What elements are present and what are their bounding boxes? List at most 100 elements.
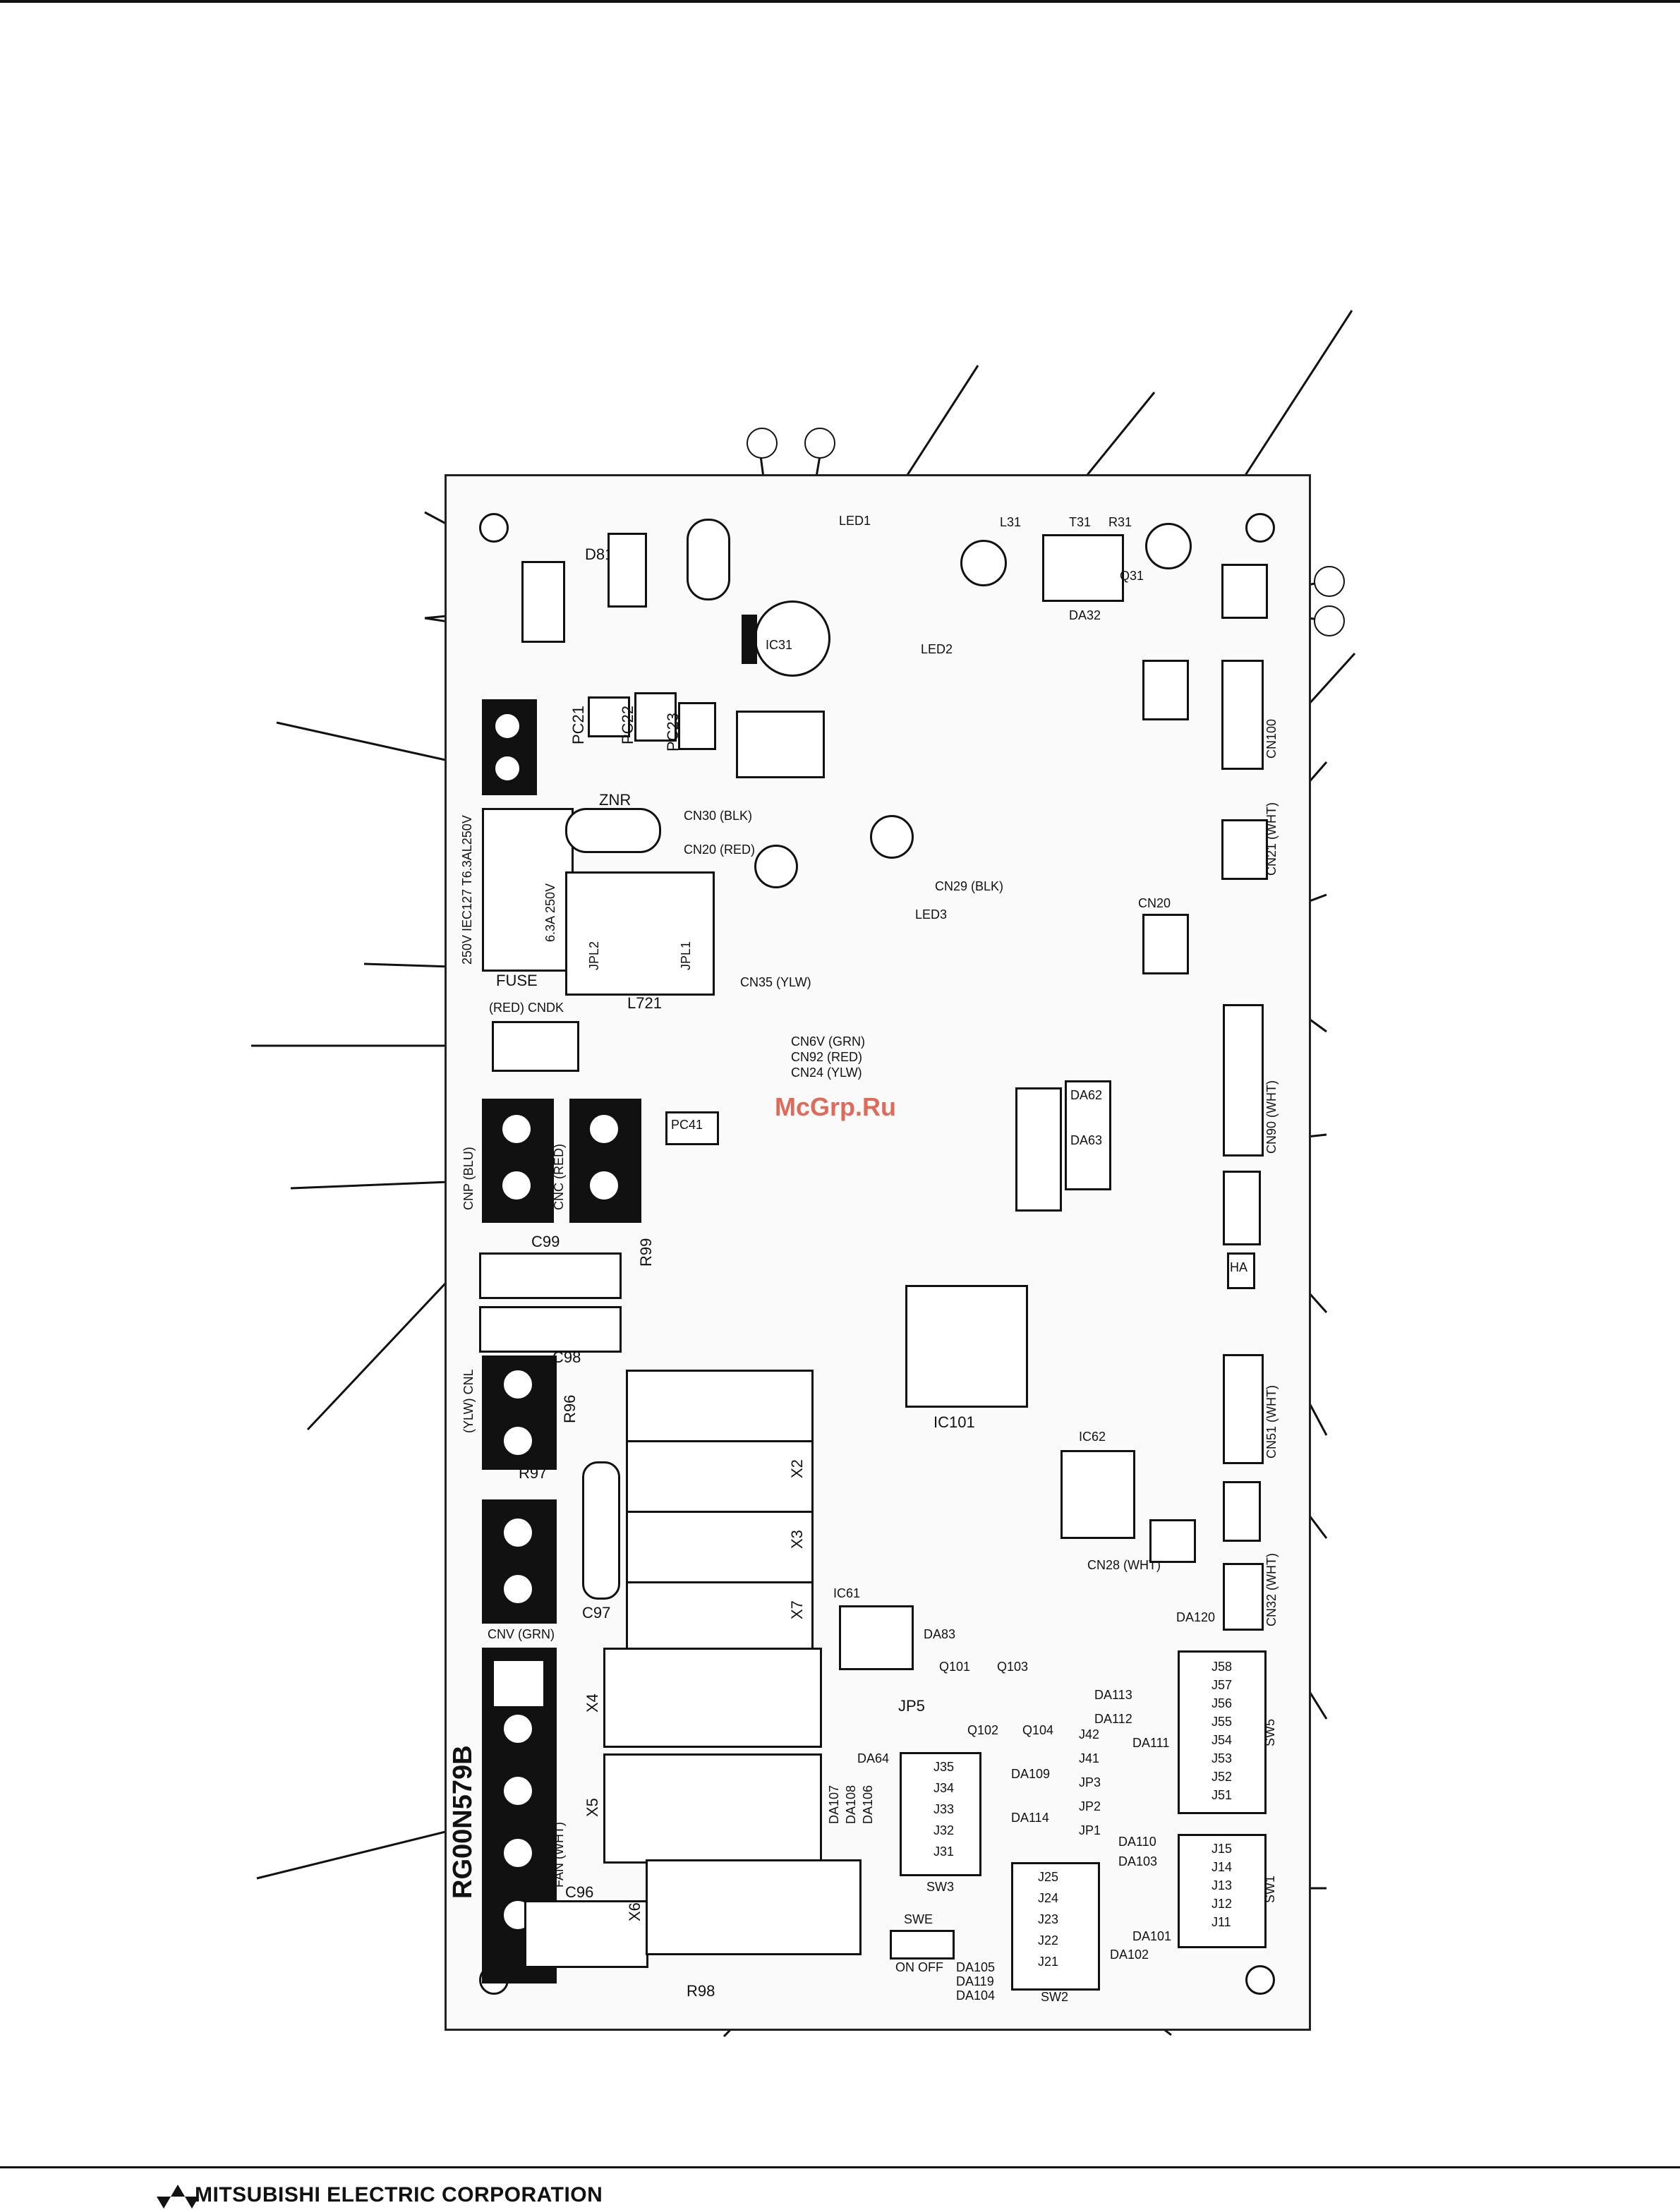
swe-label: SWE [904,1912,933,1926]
terminal-screw [502,1425,534,1457]
l721-transformer [565,871,715,996]
da83-label: DA83 [924,1627,956,1641]
da-label: DA109 [1011,1767,1051,1781]
relay-array [1015,1087,1062,1212]
terminal-screw [588,1113,620,1145]
j-label: J22 [1038,1933,1059,1948]
footer-rule [0,2166,1680,2168]
l721-label: L721 [627,994,662,1012]
sw5-dip-switch [1178,1650,1267,1814]
d81-label: D81 [585,545,614,563]
sw1-dip-switch [1178,1834,1267,1948]
connector-cndk [492,1021,579,1072]
l31-label: L31 [1000,515,1022,529]
jp5-label: JP5 [898,1697,925,1715]
connector-cn100 [1221,660,1264,770]
ha-marker [1227,1252,1255,1289]
led1-label: LED1 [839,514,871,528]
j-label: J31 [933,1844,955,1859]
c96-label: C96 [565,1883,594,1901]
ref-circle-1 [747,428,778,459]
terminal-screw [493,712,521,740]
cn29-label: CN29 (BLK) [935,879,1004,893]
da-label: DA101 [1132,1929,1172,1943]
cn92-label: CN92 (RED) [791,1050,863,1064]
l31-inductor [960,540,1007,586]
j-label: J15 [1211,1842,1233,1856]
c97-capacitor [582,1461,620,1600]
da-label: DA111 [1132,1736,1170,1750]
transistor-area [736,711,825,778]
j-label: J33 [933,1802,955,1816]
c4-capacitor [870,815,914,859]
terminal-screw [502,1516,534,1549]
da-label: DA105 [956,1960,996,1974]
swe-onoff-label: ON OFF [895,1960,943,1974]
connector-cn51 [1223,1354,1264,1464]
j-label: J25 [1038,1870,1059,1884]
d81-body [608,533,647,608]
da-label: DA103 [1118,1854,1158,1868]
j-label: J21 [1038,1955,1059,1969]
mounting-hole [1245,1965,1275,1995]
j-label: J35 [933,1760,955,1774]
company-name: MITSUBISHI ELECTRIC CORPORATION [195,2183,603,2206]
connector-cn32 [1223,1563,1264,1631]
da-label: DA113 [1094,1688,1132,1702]
ic61 [839,1605,914,1670]
cn20-label: CN20 [1138,896,1171,910]
c97-label: C97 [582,1604,611,1622]
j-label: JP3 [1079,1775,1101,1789]
ic31-label: IC31 [766,638,793,652]
watermark: McGrp.Ru [775,1092,897,1121]
j-label: J32 [933,1823,955,1837]
j-label: J54 [1211,1733,1233,1747]
terminal-screw [500,1169,533,1202]
j-label: J13 [1211,1878,1233,1892]
c21-capacitor [754,845,798,888]
ref-circle-4 [1314,605,1345,636]
q-label: Q101 [939,1660,971,1674]
j-label: J56 [1211,1696,1233,1710]
j-label: J41 [1079,1751,1100,1765]
j-label: J14 [1211,1860,1233,1874]
da-label: DA64 [857,1751,890,1765]
fan-tab [492,1659,545,1708]
pc41-label: PC41 [671,1118,703,1132]
connector-cn20 [1142,914,1189,974]
sw3-label: SW3 [926,1880,955,1894]
q-label: Q104 [1022,1723,1054,1737]
t31-label: T31 [1069,515,1092,529]
da-label: DA104 [956,1988,996,2003]
connector-cn28 [1149,1519,1196,1563]
da-label: DA110 [1118,1835,1156,1849]
znr [565,808,661,853]
c31-capacitor [1145,523,1192,569]
q-label: Q103 [997,1660,1029,1674]
da120-label: DA120 [1176,1610,1216,1624]
mounting-hole [479,513,509,543]
cnv-label: CNV (GRN) [488,1627,555,1641]
c98-label: C98 [552,1348,581,1366]
sw2-label: SW2 [1041,1990,1069,2004]
j-label: J53 [1211,1751,1233,1765]
c98-capacitor [479,1306,622,1353]
j-label: J12 [1211,1897,1233,1911]
da63 [1065,1080,1111,1190]
cap-stripe [742,615,757,664]
terminal-screw [500,1113,533,1145]
terminal-screw [588,1169,620,1202]
ic61-label: IC61 [833,1586,861,1600]
cn20-red-label: CN20 (RED) [684,843,756,857]
sw2-dip-switch [1011,1862,1100,1991]
j-label: J42 [1079,1727,1100,1741]
terminal-screw [502,1368,534,1401]
j-label: JP1 [1079,1823,1101,1837]
j-label: J52 [1211,1770,1233,1784]
pc22 [634,692,677,742]
pcb-board: D81 PC21 PC22 PC23 FUSE 6.3A 250V 250V I… [445,474,1311,2031]
q31-label: Q31 [1120,569,1144,583]
cn24-label: CN24 (YLW) [791,1065,862,1080]
connector-cn2l [521,561,565,643]
connector-cn21 [1221,819,1268,880]
